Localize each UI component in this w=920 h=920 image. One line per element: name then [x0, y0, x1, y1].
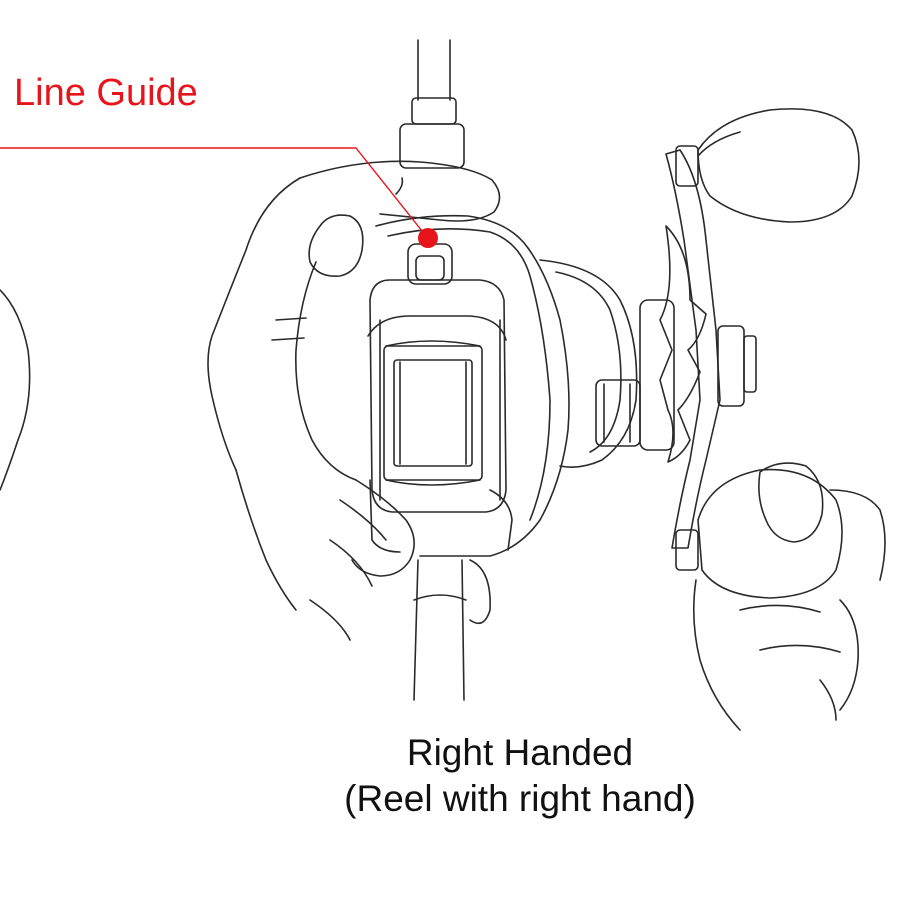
- right-hand: [692, 462, 886, 731]
- reel-body: [367, 214, 570, 557]
- callout-leader-line: [0, 147, 427, 237]
- side-plate: [539, 225, 757, 468]
- callout-dot: [418, 228, 438, 248]
- left-hand: [0, 160, 501, 641]
- caption: Right Handed (Reel with right hand): [0, 730, 920, 822]
- caption-line-2: (Reel with right hand): [344, 778, 696, 819]
- reel-handle: [665, 108, 860, 599]
- callout-label: Line Guide: [14, 72, 198, 114]
- rod-upper: [399, 39, 465, 169]
- caption-line-1: Right Handed: [406, 732, 634, 773]
- rod-lower: [413, 559, 491, 701]
- line-guide-callout-pointer: [0, 147, 438, 248]
